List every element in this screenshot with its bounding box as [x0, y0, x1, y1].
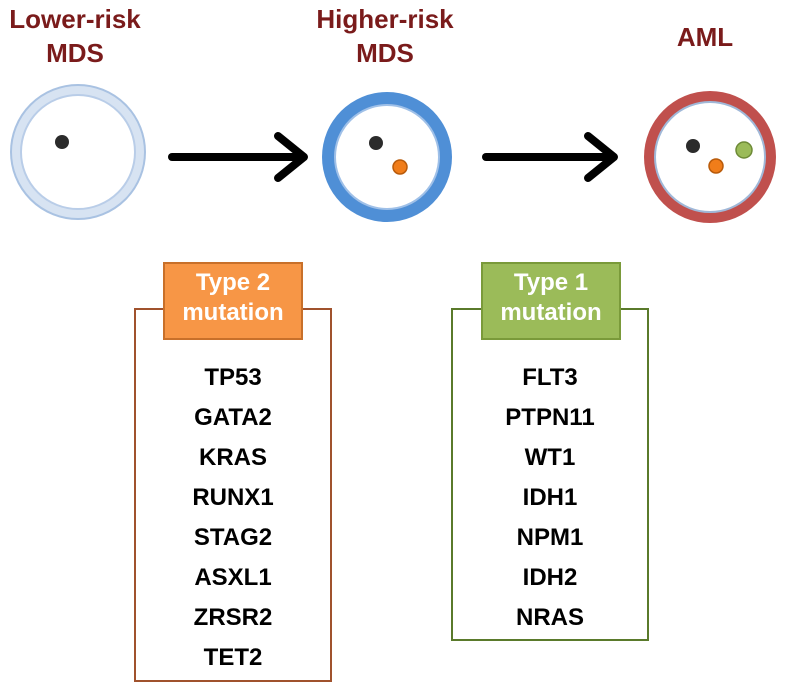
- type1-title-line1: Type 1: [513, 269, 589, 296]
- gene-item: PTPN11: [505, 404, 595, 431]
- gene-item: TET2: [203, 644, 263, 671]
- arrow-right-icon: [168, 132, 308, 182]
- gene-item: IDH2: [522, 564, 578, 591]
- type1-mutation-box: [451, 308, 649, 641]
- stage-label-line1: Higher-risk: [316, 4, 454, 34]
- gene-item: ZRSR2: [193, 604, 273, 631]
- gene-item: ASXL1: [194, 564, 272, 591]
- higher-risk-mds-cell: [322, 92, 452, 222]
- stage-label-line2: MDS: [356, 38, 414, 68]
- aml-cell: [644, 91, 776, 223]
- gene-item: NRAS: [515, 604, 584, 631]
- type1-title-line2: mutation: [500, 299, 602, 326]
- stage-label-higher-risk-mds: Higher-risk MDS: [305, 2, 465, 70]
- mutation-dot-green: [735, 141, 753, 159]
- stage-label-lower-risk-mds: Lower-risk MDS: [0, 2, 150, 70]
- mutation-dot-orange: [392, 159, 408, 175]
- mutation-dot-black: [369, 136, 383, 150]
- type1-mutation-title: Type 1 mutation: [481, 262, 621, 340]
- type2-mutation-title: Type 2 mutation: [163, 262, 303, 340]
- gene-item: WT1: [524, 444, 576, 471]
- mutation-dot-black: [686, 139, 700, 153]
- gene-item: STAG2: [193, 524, 273, 551]
- gene-item: TP53: [204, 364, 262, 391]
- type2-title-line2: mutation: [182, 299, 284, 326]
- gene-item: FLT3: [522, 364, 578, 391]
- stage-label-line2: MDS: [46, 38, 104, 68]
- stage-label-aml: AML: [640, 20, 770, 54]
- stage-label-line1: AML: [676, 22, 734, 52]
- type2-title-line1: Type 2: [195, 269, 271, 296]
- type2-mutation-box: [134, 308, 332, 682]
- gene-item: IDH1: [522, 484, 578, 511]
- mutation-dot-orange: [708, 158, 724, 174]
- gene-item: GATA2: [194, 404, 272, 431]
- gene-item: RUNX1: [192, 484, 274, 511]
- type1-gene-list: FLT3 PTPN11 WT1 IDH1 NPM1 IDH2 NRAS: [451, 358, 649, 638]
- type2-gene-list: TP53 GATA2 KRAS RUNX1 STAG2 ASXL1 ZRSR2 …: [134, 358, 332, 678]
- stage-label-line1: Lower-risk: [9, 4, 141, 34]
- gene-item: KRAS: [198, 444, 267, 471]
- lower-risk-mds-cell: [10, 84, 146, 220]
- mutation-dot-black: [55, 135, 69, 149]
- arrow-right-icon: [482, 132, 618, 182]
- gene-item: NPM1: [516, 524, 584, 551]
